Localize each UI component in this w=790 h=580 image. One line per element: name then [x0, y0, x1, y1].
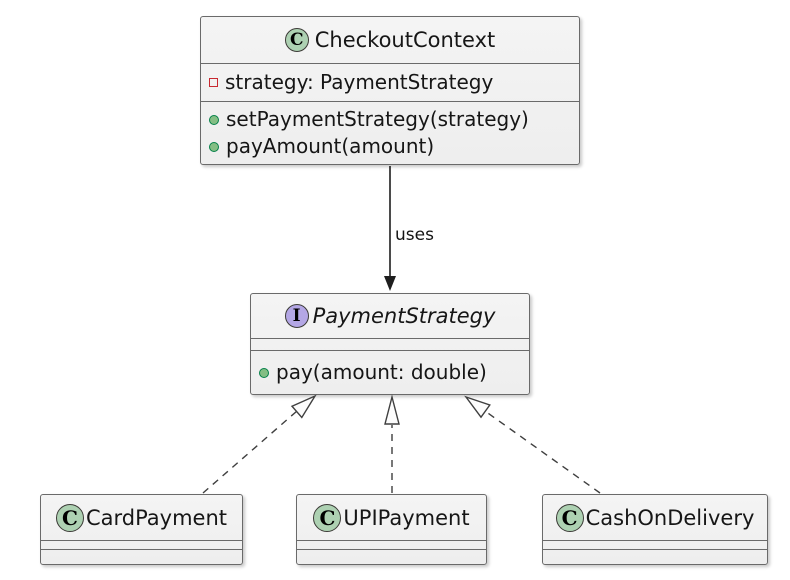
method-row: payAmount(amount) [209, 133, 571, 160]
realization-edge-cardpayment [202, 410, 298, 494]
field-row: strategy: PaymentStrategy [209, 69, 493, 96]
public-method-icon [209, 141, 219, 152]
interface-stereotype-icon: I [284, 304, 309, 328]
class-header: C UPIPayment [297, 495, 486, 540]
method-text: pay(amount: double) [276, 360, 487, 384]
class-box-cardpayment: C CardPayment [40, 494, 243, 565]
uses-label: uses [395, 225, 434, 245]
class-box-upipayment: C UPIPayment [296, 494, 487, 565]
class-box-cashondelivery: C CashOnDelivery [542, 494, 768, 565]
class-box-checkoutcontext: C CheckoutContext strategy: PaymentStrat… [200, 16, 580, 165]
class-header: C CardPayment [41, 495, 242, 540]
interface-box-paymentstrategy: I PaymentStrategy pay(amount: double) [250, 293, 530, 395]
fields-compartment-empty [251, 338, 529, 350]
realization-arrowhead-upipayment [384, 394, 400, 425]
fields-compartment-empty [543, 540, 767, 549]
methods-compartment: pay(amount: double) [251, 350, 529, 394]
uses-arrowhead [384, 276, 396, 291]
class-stereotype-icon: C [313, 503, 342, 532]
class-name: CheckoutContext [314, 28, 496, 52]
method-row: pay(amount: double) [259, 359, 521, 386]
private-field-icon [209, 78, 218, 87]
realization-edge-cashondelivery [484, 410, 601, 494]
realization-arrowhead-cashondelivery [464, 395, 491, 419]
class-header: C CashOnDelivery [543, 495, 767, 540]
class-name: CardPayment [85, 505, 228, 530]
realization-arrowhead-cardpayment [290, 394, 317, 419]
methods-compartment-empty [543, 549, 767, 564]
interface-name: PaymentStrategy [312, 304, 496, 328]
class-stereotype-icon: C [284, 28, 309, 52]
public-method-icon [209, 114, 219, 125]
methods-compartment-empty [297, 549, 486, 564]
fields-compartment-empty [41, 540, 242, 549]
interface-header: I PaymentStrategy [251, 294, 529, 338]
fields-compartment-empty [297, 540, 486, 549]
method-text: payAmount(amount) [226, 134, 435, 158]
fields-compartment: strategy: PaymentStrategy [201, 63, 579, 101]
class-stereotype-icon: C [55, 503, 84, 532]
field-text: strategy: PaymentStrategy [225, 70, 494, 94]
methods-compartment: setPaymentStrategy(strategy) payAmount(a… [201, 101, 579, 164]
method-row: setPaymentStrategy(strategy) [209, 106, 571, 133]
methods-compartment-empty [41, 549, 242, 564]
method-text: setPaymentStrategy(strategy) [226, 107, 529, 131]
class-header: C CheckoutContext [201, 17, 579, 63]
class-stereotype-icon: C [555, 503, 584, 532]
public-method-icon [259, 367, 269, 378]
class-name: CashOnDelivery [585, 505, 755, 530]
class-name: UPIPayment [343, 505, 470, 530]
